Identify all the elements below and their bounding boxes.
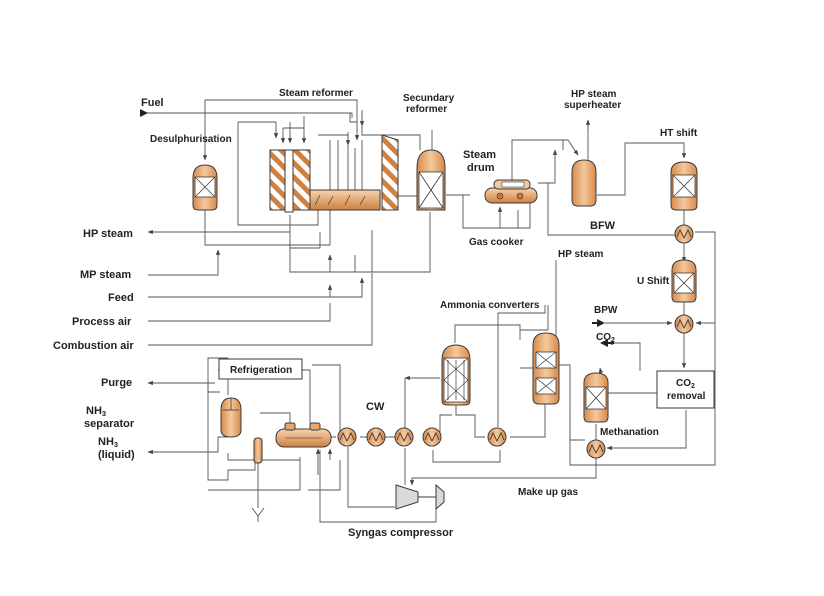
u-shift-label: U Shift — [637, 276, 670, 287]
steam-reformer[interactable] — [269, 134, 399, 213]
converter-heat-exchanger[interactable] — [487, 427, 507, 447]
hp-steam-superheater[interactable] — [571, 159, 597, 207]
cw-cooler[interactable] — [366, 427, 386, 447]
bpw-heat-exchanger[interactable] — [674, 314, 694, 334]
ammonia-converters-label: Ammonia converters — [440, 300, 540, 311]
ht-shift-vessel[interactable] — [670, 161, 698, 211]
hp-steam-mid-label: HP steam — [558, 249, 604, 260]
feed-effluent-exchanger[interactable] — [422, 427, 442, 447]
ammonia-converter-2[interactable] — [532, 332, 560, 405]
gas-cooker-label: Gas cooker — [469, 237, 524, 248]
secundary-reformer[interactable] — [416, 149, 446, 211]
co2-outlet-label: CO2 — [596, 332, 615, 344]
desulphurisation-label: Desulphurisation — [150, 134, 232, 145]
secundary-reformer-label-line1: Secundary — [403, 93, 455, 104]
horizontal-separator[interactable] — [275, 422, 332, 448]
methanation-vessel[interactable] — [583, 372, 609, 423]
co2-outlet-arrow — [600, 339, 614, 347]
ammonia-converter-1[interactable] — [441, 344, 471, 406]
secundary-reformer-label-line2: reformer — [406, 104, 447, 115]
nh3-separator-label-line2: separator — [84, 418, 135, 430]
syngas-compressor[interactable] — [395, 483, 445, 511]
co2-removal-unit[interactable] — [656, 370, 715, 409]
process-air-label: Process air — [72, 316, 132, 328]
labels: Fuel Desulphurisation Steam reformer Sec… — [53, 88, 706, 539]
methanation-heat-exchanger[interactable] — [586, 439, 606, 459]
refrigeration-label: Refrigeration — [230, 365, 292, 376]
ht-shift-label: HT shift — [660, 128, 698, 139]
fuel-label: Fuel — [141, 97, 164, 109]
bpw-inlet-arrow — [592, 319, 605, 327]
u-shift-vessel[interactable] — [671, 259, 697, 303]
steam-drum[interactable] — [484, 179, 538, 204]
fuel-inlet-arrow — [140, 109, 148, 117]
co2-removal-label-line1: CO2 — [676, 378, 695, 390]
bfw-heat-exchanger[interactable] — [674, 224, 694, 244]
refrigeration-unit[interactable] — [218, 358, 303, 380]
hp-steam-superheater-label-line1: HP steam — [571, 89, 617, 100]
purge-label: Purge — [101, 377, 132, 389]
steam-drum-label-line2: drum — [467, 162, 495, 174]
interchanger[interactable] — [394, 427, 414, 447]
make-up-gas-label: Make up gas — [518, 487, 578, 498]
methanation-label: Methanation — [600, 427, 659, 438]
combustion-air-label: Combustion air — [53, 340, 134, 352]
cw-label: CW — [366, 401, 385, 413]
mp-steam-label: MP steam — [80, 269, 131, 281]
feed-label: Feed — [108, 292, 134, 304]
nh3-separator-vessel[interactable] — [220, 397, 242, 438]
syngas-compressor-label: Syngas compressor — [348, 527, 454, 539]
desulphurisation-vessel[interactable] — [192, 164, 218, 211]
nh3-liquid-label-line2: (liquid) — [98, 449, 135, 461]
nh3-liquid-label-line1: NH3 — [98, 436, 118, 449]
chiller-exchanger[interactable] — [337, 427, 357, 447]
let-down-vessel[interactable] — [253, 437, 263, 464]
steam-reformer-label: Steam reformer — [279, 88, 353, 99]
bfw-label: BFW — [590, 220, 616, 232]
co2-removal-label-line2: removal — [667, 391, 706, 402]
nh3-separator-label-line1: NH3 — [86, 405, 106, 418]
bpw-label: BPW — [594, 305, 618, 316]
steam-drum-label-line1: Steam — [463, 149, 496, 161]
hp-steam-left-label: HP steam — [83, 228, 133, 240]
hp-steam-superheater-label-line2: superheater — [564, 100, 621, 111]
